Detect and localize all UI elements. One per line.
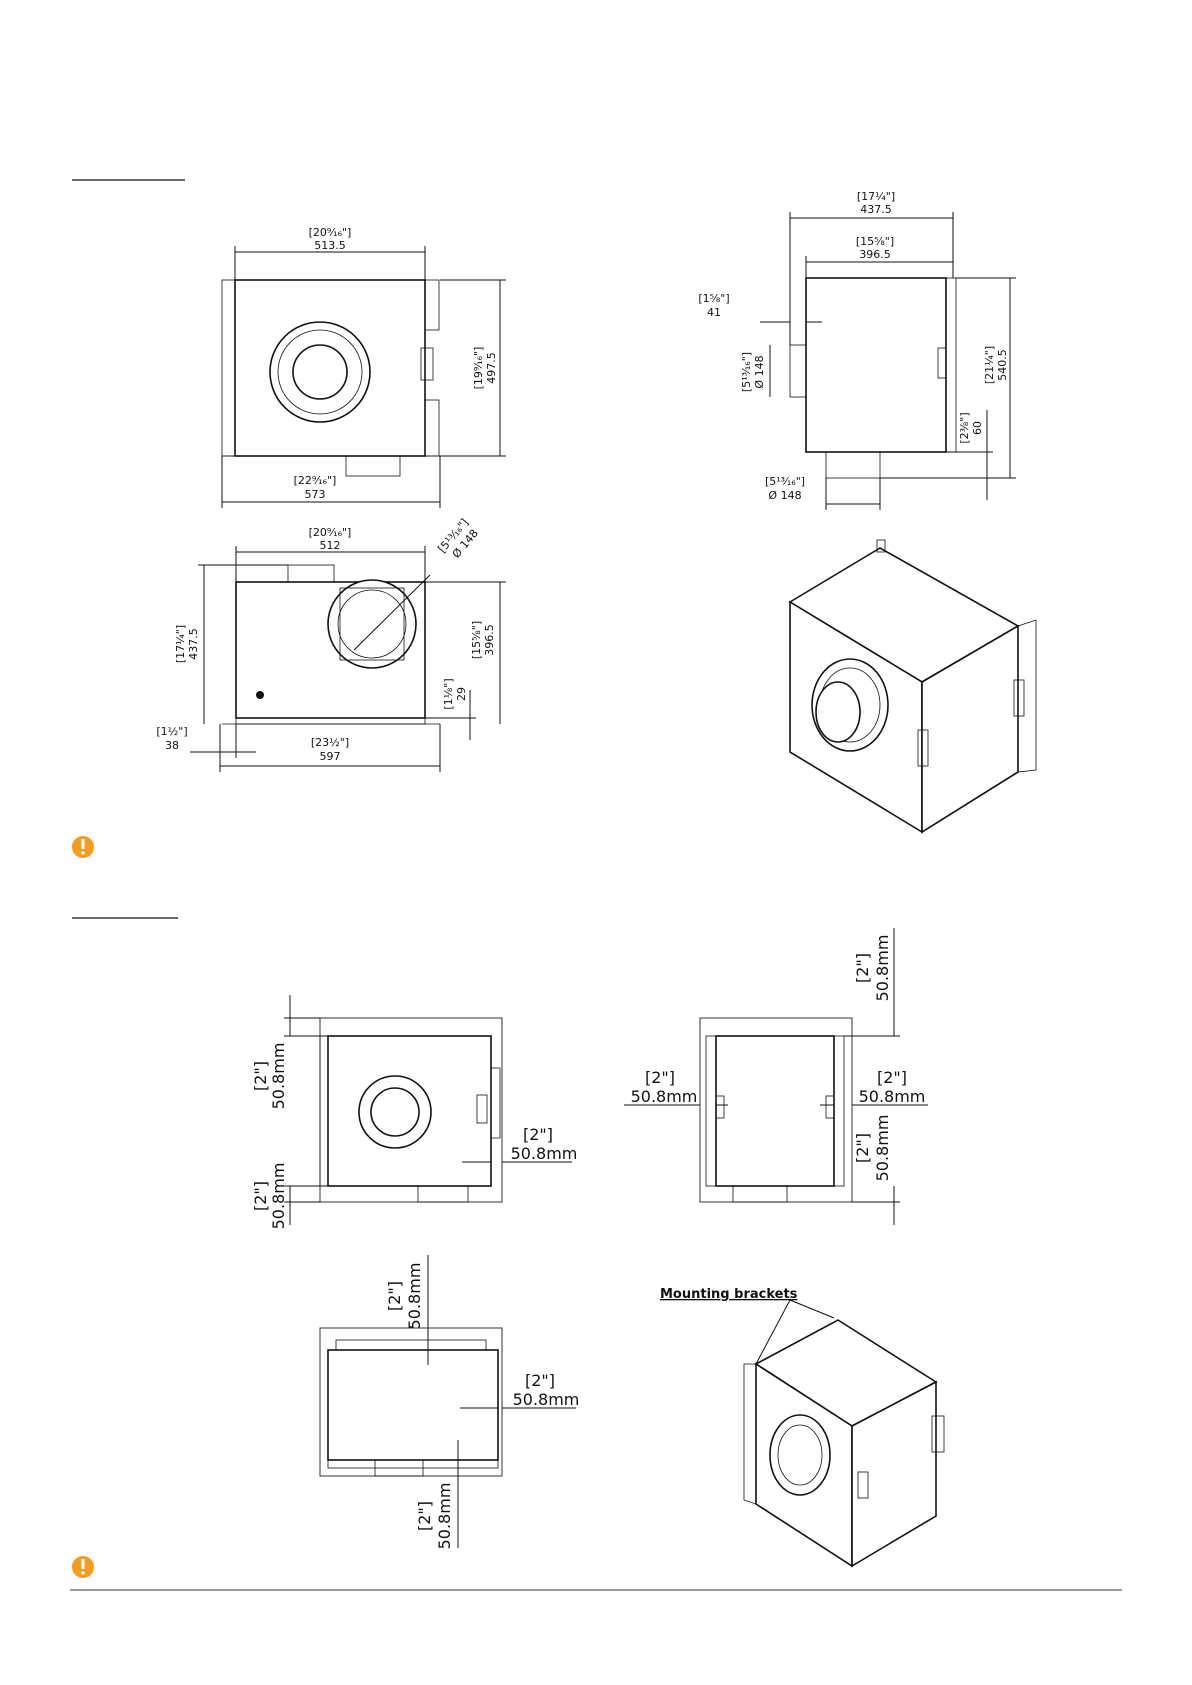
- clr-c-right-inch: [2"]: [525, 1371, 555, 1390]
- clr-c-top-mm: 50.8mm: [405, 1263, 424, 1330]
- clearance-side-view: [2"] 50.8mm [2"] 50.8mm [2"] 50.8mm [2"]…: [624, 928, 928, 1225]
- v1-bot-mm: 573: [305, 488, 326, 501]
- clr-a-right-mm: 50.8mm: [511, 1144, 578, 1163]
- v2-left-inch: [1⅝"]: [698, 292, 729, 305]
- v3-top-inch: [20⁹⁄₁₆"]: [309, 526, 352, 539]
- clr-b-right-inch: [2"]: [877, 1068, 907, 1087]
- v2-left-mm: 41: [707, 306, 721, 319]
- v2-small-mm: 60: [971, 421, 984, 435]
- clr-b-bot-mm: 50.8mm: [873, 1115, 892, 1182]
- clr-b-left-inch: [2"]: [645, 1068, 675, 1087]
- clr-a-left-mm: 50.8mm: [269, 1043, 288, 1110]
- v3-right-inch: [15⅝"]: [470, 621, 483, 659]
- v3-left-mm: 437.5: [187, 628, 200, 660]
- v1-top-inch: [20⁹⁄₁₆"]: [309, 226, 352, 239]
- v1-right-inch: [19⁹⁄₁₆"]: [472, 347, 485, 390]
- exclamation-circle-icon: [72, 836, 94, 858]
- clr-b-top-mm: 50.8mm: [873, 935, 892, 1002]
- v2-right-mm: 540.5: [996, 349, 1009, 381]
- clr-b-right-mm: 50.8mm: [859, 1087, 926, 1106]
- v3-edge-inch: [1½"]: [156, 725, 187, 738]
- clr-a-bottom-mm: 50.8mm: [269, 1163, 288, 1230]
- v2-inner-inch: [15⅝"]: [856, 235, 894, 248]
- clr-b-top-inch: [2"]: [853, 953, 872, 983]
- v3-left-inch: [17¼"]: [174, 625, 187, 663]
- v2-top-mm: 437.5: [860, 203, 892, 216]
- front-view: [20⁹⁄₁₆"] 513.5 [19⁹⁄₁₆"] 497.5 [22⁹⁄₁₆"…: [221, 226, 506, 508]
- v3-small-mm: 29: [455, 687, 468, 701]
- v2-dia-mm: Ø 148: [753, 355, 766, 388]
- clr-c-right-mm: 50.8mm: [513, 1390, 580, 1409]
- mounting-brackets-label: Mounting brackets: [660, 1287, 798, 1302]
- v3-small-inch: [1⅛"]: [442, 678, 455, 709]
- clr-a-left-inch: [2"]: [251, 1061, 270, 1091]
- clr-c-top-inch: [2"]: [385, 1281, 404, 1311]
- v3-bot-mm: 597: [320, 750, 341, 763]
- clr-b-left-mm: 50.8mm: [631, 1087, 698, 1106]
- clearance-top-view: [2"] 50.8mm [2"] 50.8mm [2"] 50.8mm: [319, 1255, 580, 1550]
- clr-b-bot-inch: [2"]: [853, 1133, 872, 1163]
- v2-bot-inch: [5¹³⁄₁₆"]: [765, 475, 805, 488]
- v3-top-mm: 512: [320, 539, 341, 552]
- clr-a-right-inch: [2"]: [523, 1125, 553, 1144]
- v1-right-mm: 497.5: [485, 352, 498, 384]
- v2-bot-mm: Ø 148: [768, 489, 801, 502]
- exclamation-circle-icon: [72, 1556, 94, 1578]
- v3-bot-inch: [23½"]: [311, 736, 349, 749]
- v2-dia-inch: [5¹³⁄₁₆"]: [740, 352, 753, 392]
- v3-right-mm: 396.5: [483, 624, 496, 656]
- v3-edge-mm: 38: [165, 739, 179, 752]
- clr-c-bot-inch: [2"]: [415, 1501, 434, 1531]
- v2-top-inch: [17¼"]: [857, 190, 895, 203]
- v2-small-inch: [2⅜"]: [958, 412, 971, 443]
- v2-right-inch: [21¼"]: [983, 346, 996, 384]
- v1-bot-inch: [22⁹⁄₁₆"]: [294, 474, 337, 487]
- clearance-front-view: [2"] 50.8mm [2"] 50.8mm [2"] 50.8mm: [251, 995, 577, 1229]
- clr-a-bottom-inch: [2"]: [251, 1181, 270, 1211]
- isometric-view-brackets: Mounting brackets: [660, 1287, 945, 1568]
- isometric-view-upper: [788, 539, 1037, 834]
- v1-top-mm: 513.5: [314, 239, 346, 252]
- v2-inner-mm: 396.5: [859, 248, 891, 261]
- clr-c-bot-mm: 50.8mm: [435, 1483, 454, 1550]
- top-view: [20⁹⁄₁₆"] 512 [5¹³⁄₁₆"] Ø 148 [17¼"] 437…: [156, 516, 506, 772]
- side-view: [17¼"] 437.5 [15⅝"] 396.5 [1⅝"] 41 [5¹³⁄…: [698, 190, 1016, 510]
